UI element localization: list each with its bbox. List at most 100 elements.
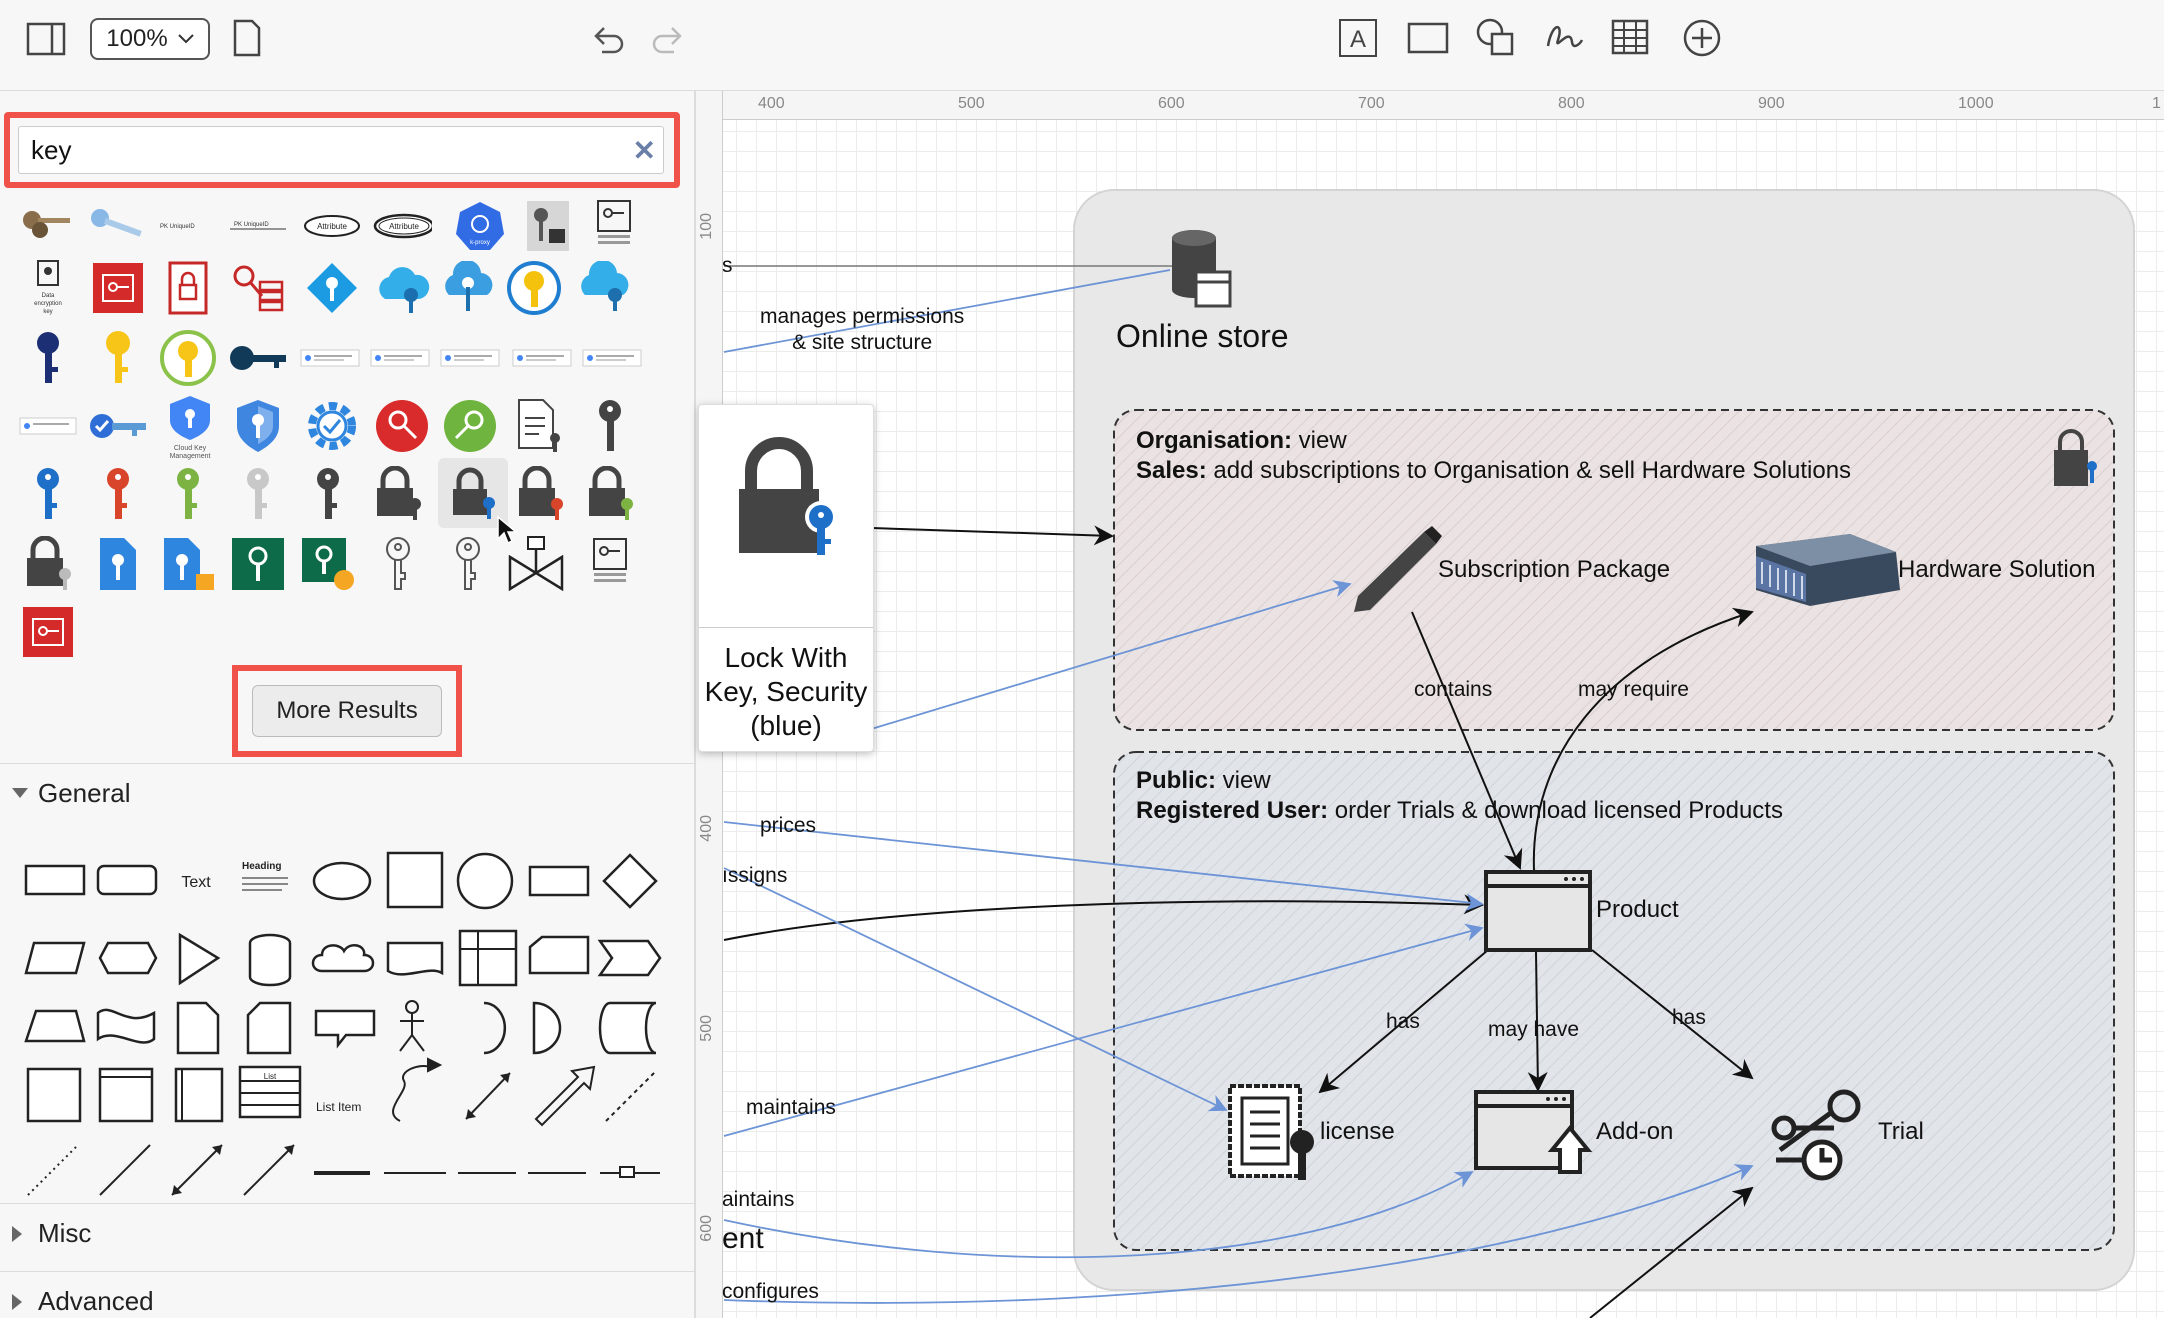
key-dark-icon[interactable] bbox=[580, 396, 640, 456]
rectangle-shape[interactable] bbox=[24, 864, 86, 896]
rectangle-icon[interactable] bbox=[1406, 20, 1450, 56]
cube-shape[interactable] bbox=[528, 935, 590, 975]
azure-key-diamond-icon[interactable] bbox=[302, 258, 362, 318]
container-shape[interactable] bbox=[458, 929, 518, 987]
key-navy-icon[interactable] bbox=[18, 328, 78, 388]
trapezoid-shape[interactable] bbox=[24, 1009, 86, 1043]
dashed-line-shape[interactable] bbox=[605, 1070, 657, 1122]
gcp-service-card-icon[interactable] bbox=[370, 328, 430, 388]
gcp-service-card-3-icon[interactable] bbox=[582, 328, 642, 388]
undo-icon[interactable] bbox=[590, 22, 626, 56]
callout-shape[interactable] bbox=[314, 1009, 376, 1049]
square-2-shape[interactable] bbox=[26, 1067, 82, 1123]
aws-lock-red-icon[interactable] bbox=[158, 258, 218, 318]
node-product-label[interactable]: Product bbox=[1596, 896, 1679, 923]
cloud-shape[interactable] bbox=[311, 943, 375, 973]
parallelogram-shape[interactable] bbox=[24, 941, 86, 975]
curve-shape[interactable] bbox=[392, 1065, 431, 1122]
section-advanced-header[interactable]: Advanced bbox=[0, 1271, 694, 1318]
aws-kms-2-icon[interactable] bbox=[580, 534, 640, 594]
edge-to-product[interactable] bbox=[723, 894, 1484, 941]
section-general-header[interactable]: General bbox=[0, 763, 694, 824]
page-icon[interactable] bbox=[232, 18, 262, 58]
lock-key-green-icon[interactable] bbox=[580, 464, 640, 524]
edge-contains[interactable] bbox=[1411, 611, 1523, 870]
kubernetes-kproxy-icon[interactable]: k-proxy bbox=[450, 196, 510, 256]
key-red-icon[interactable] bbox=[88, 464, 148, 524]
edge-manages-permissions[interactable] bbox=[723, 269, 1171, 353]
document-shape[interactable] bbox=[386, 941, 444, 976]
aws-key-server-red-icon[interactable] bbox=[228, 258, 288, 318]
key-green-icon[interactable] bbox=[158, 464, 218, 524]
zoom-select[interactable]: 100% bbox=[90, 18, 210, 60]
azure-cloud-key-icon[interactable] bbox=[574, 258, 634, 318]
heading-shape[interactable]: Heading bbox=[242, 861, 281, 872]
bidirectional-connector-shape[interactable] bbox=[171, 1144, 223, 1196]
edge-to-trial-bottom[interactable] bbox=[1589, 1186, 1754, 1318]
circle-shape[interactable] bbox=[456, 852, 514, 910]
gcp-service-card-2-icon[interactable] bbox=[440, 328, 500, 388]
azure-key-cloud-icon[interactable] bbox=[372, 258, 432, 318]
text-icon[interactable]: A bbox=[1336, 16, 1380, 60]
note-shape[interactable] bbox=[176, 1001, 220, 1055]
lock-key-dark-icon[interactable] bbox=[368, 464, 428, 524]
triangle-shape[interactable] bbox=[178, 932, 221, 986]
diamond-shape[interactable] bbox=[602, 853, 658, 909]
sidebar-toggle-icon[interactable] bbox=[26, 22, 66, 56]
organisation-box[interactable] bbox=[1113, 409, 2115, 731]
database-icon[interactable] bbox=[1172, 230, 1232, 308]
node-license-label[interactable]: license bbox=[1320, 1118, 1395, 1145]
edge-may-require[interactable] bbox=[1532, 607, 1754, 871]
trial-keys-clock-icon[interactable] bbox=[1771, 1089, 1861, 1181]
bidirectional-arrow-shape[interactable] bbox=[465, 1072, 511, 1120]
key-dark-teal-icon[interactable] bbox=[228, 328, 288, 388]
edge-to-subscription[interactable] bbox=[867, 580, 1352, 731]
lock-key-red-icon[interactable] bbox=[510, 464, 570, 524]
step-shape[interactable] bbox=[597, 939, 662, 977]
directional-connector-shape[interactable] bbox=[243, 1144, 295, 1196]
edge-assigns[interactable] bbox=[723, 867, 1228, 1112]
node-trial-label[interactable]: Trial bbox=[1878, 1118, 1924, 1145]
aws-key-red-icon[interactable] bbox=[88, 258, 148, 318]
key-lock-grey-icon[interactable] bbox=[518, 196, 578, 256]
key-gear-blue-icon[interactable] bbox=[302, 396, 362, 456]
server-rack-icon[interactable] bbox=[1756, 534, 1900, 606]
edge-maintains[interactable] bbox=[723, 923, 1484, 1137]
attribute-ellipse-icon[interactable]: Attribute bbox=[302, 196, 362, 256]
aws-key-red-2-icon[interactable] bbox=[18, 602, 78, 662]
certificate-icon[interactable] bbox=[1228, 1084, 1314, 1180]
key-yellow-icon[interactable] bbox=[88, 328, 148, 388]
ellipse-shape[interactable] bbox=[312, 861, 372, 901]
file-key-lock-icon[interactable] bbox=[158, 534, 218, 594]
key-blue-icon[interactable] bbox=[18, 464, 78, 524]
line-shape[interactable] bbox=[99, 1144, 151, 1196]
key-red-circle-icon[interactable] bbox=[372, 396, 432, 456]
process-shape[interactable] bbox=[528, 865, 590, 897]
er-pk-unique-underline-icon[interactable]: PK UniqueID bbox=[228, 196, 288, 256]
card-shape[interactable] bbox=[246, 1001, 292, 1055]
file-key-blue-icon[interactable] bbox=[88, 534, 148, 594]
freehand-icon[interactable] bbox=[1542, 16, 1586, 60]
edge-has-license[interactable] bbox=[1318, 949, 1489, 1094]
more-results-button[interactable]: More Results bbox=[252, 685, 442, 737]
arrow-shape[interactable] bbox=[534, 1065, 596, 1127]
shapes-icon[interactable] bbox=[1474, 16, 1518, 60]
aws-kms-icon[interactable] bbox=[584, 196, 644, 256]
vertical-lane-shape[interactable] bbox=[174, 1067, 224, 1123]
node-hardware-label[interactable]: Hardware Solution bbox=[1898, 556, 2096, 583]
key-grey-icon[interactable] bbox=[228, 464, 288, 524]
cylinder-shape[interactable] bbox=[248, 933, 292, 987]
text-shape[interactable]: Text bbox=[181, 874, 211, 891]
section-misc-header[interactable]: Misc bbox=[0, 1203, 694, 1264]
redo-icon[interactable] bbox=[650, 22, 686, 56]
insert-icon[interactable] bbox=[1680, 16, 1724, 60]
lock-key-grey-icon[interactable] bbox=[18, 534, 78, 594]
azure-key-vault-icon[interactable] bbox=[438, 258, 498, 318]
application-window-icon[interactable] bbox=[1484, 870, 1592, 952]
lock-key-blue-icon[interactable] bbox=[2054, 429, 2097, 486]
key-blue-check-icon[interactable] bbox=[88, 396, 148, 456]
edge-configures[interactable] bbox=[723, 1164, 1754, 1304]
gcp-security-key-card-icon[interactable] bbox=[512, 328, 572, 388]
rounded-rectangle-shape[interactable] bbox=[96, 864, 158, 896]
